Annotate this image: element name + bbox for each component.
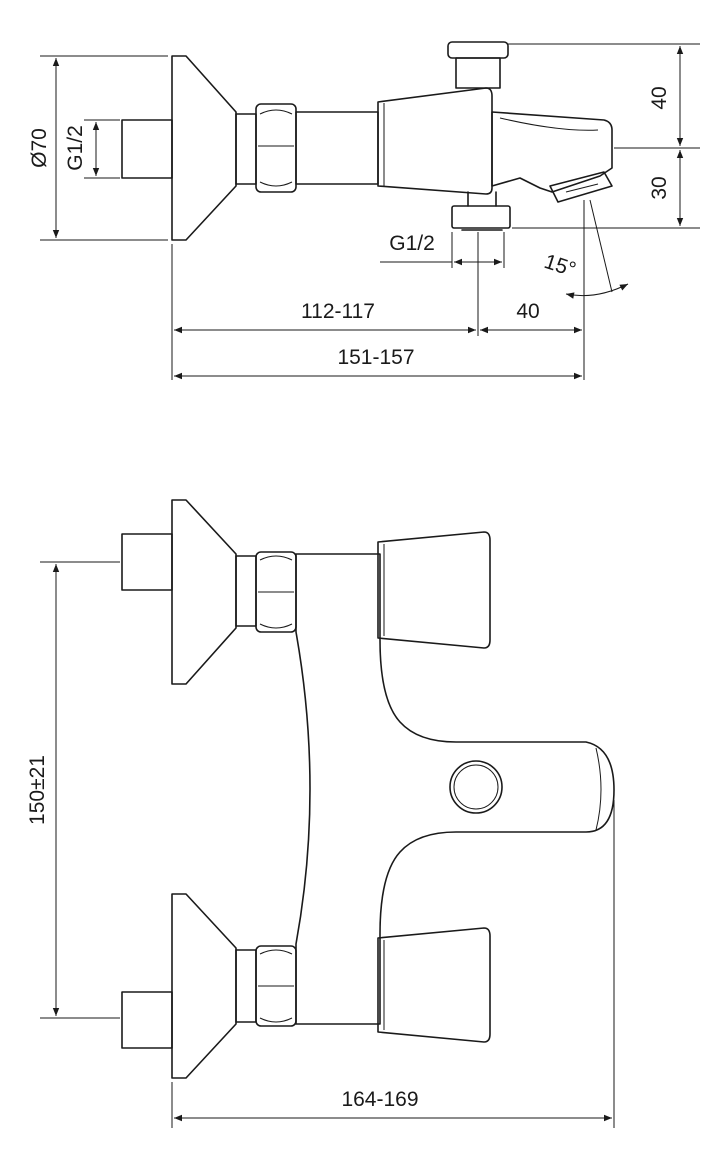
- flange-diameter-label: Ø70: [28, 128, 51, 168]
- outlet-to-tip-label: 40: [516, 300, 539, 323]
- spout-aerator: [549, 171, 613, 203]
- inlet-thread-label: G1/2: [64, 125, 87, 171]
- side-view: Ø70 G1/2 40 30 G1/2 15° 112-117 40 151-1…: [28, 41, 700, 380]
- handle: [377, 87, 493, 195]
- body-tube: [295, 111, 379, 185]
- spout-ridge: [499, 117, 599, 131]
- overall-depth-label: 151-157: [337, 346, 414, 369]
- hex-nut: [255, 103, 297, 193]
- outlet-connector: [451, 205, 511, 229]
- diverter-height-label: 40: [648, 86, 671, 109]
- diverter-knob: [449, 760, 503, 814]
- upper-wall-flange: [171, 499, 237, 685]
- diverter-stem: [455, 57, 501, 89]
- upper-handle: [377, 531, 491, 649]
- lower-wall-flange: [171, 893, 237, 1079]
- connector-neck: [235, 113, 257, 185]
- lower-neck: [235, 949, 257, 1023]
- spout-angle-label: 15°: [541, 250, 578, 282]
- upper-neck: [235, 555, 257, 627]
- diverter-cap: [447, 41, 509, 59]
- front-view: 150±21 164-169: [26, 499, 615, 1128]
- lower-handle: [377, 927, 491, 1043]
- upper-inlet-pipe: [121, 533, 173, 591]
- spout: [491, 111, 613, 193]
- overall-width-label: 164-169: [341, 1088, 418, 1111]
- lower-inlet-pipe: [121, 991, 173, 1049]
- hex-nut-facet: [258, 109, 294, 187]
- wall-flange: [171, 55, 237, 241]
- inlet-to-outlet-label: 112-117: [301, 300, 375, 323]
- centre-distance-label: 150±21: [26, 755, 49, 825]
- outlet-thread-label: G1/2: [389, 232, 435, 255]
- inlet-pipe: [121, 119, 173, 179]
- mixer-body: [295, 553, 615, 1025]
- spout-height-label: 30: [648, 176, 671, 199]
